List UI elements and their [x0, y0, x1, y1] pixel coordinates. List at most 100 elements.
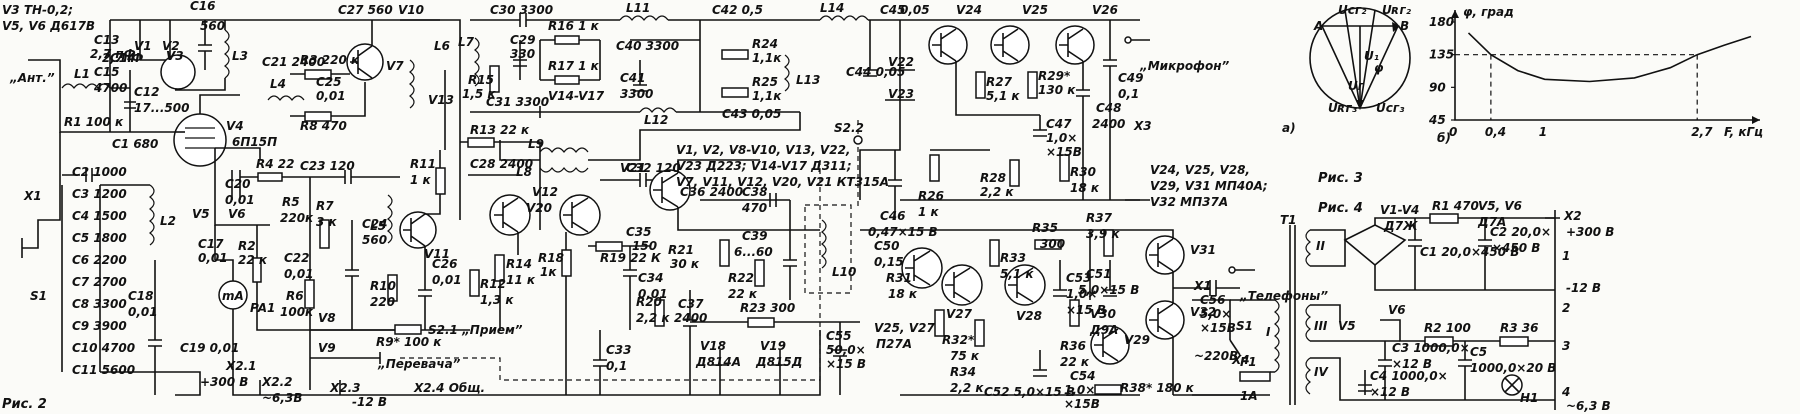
chart-y-arrow [1451, 10, 1459, 18]
fig2-label-v19t: Д815Д [755, 355, 802, 369]
fig2-label-c9: С9 3900 [72, 319, 127, 333]
fig2-label-r38: R38* 180 к [1120, 381, 1195, 395]
fig2-label-c28: С28 2400 [470, 157, 533, 171]
fig2-label-c31: С31 3300 [486, 95, 549, 109]
fig2-label-c7: С7 2700 [72, 275, 127, 289]
fig2-label-r26v: 1 к [918, 205, 940, 219]
fig2-label-r12v: 1,3 к [480, 293, 514, 307]
fig4-label-s1: S1 [1236, 319, 1253, 333]
chart-y-tick-label: 180 [1429, 15, 1454, 29]
fig4-label-p300: +300 В [1566, 225, 1614, 239]
fig2-label-r3: R3 220 к [300, 53, 360, 67]
fig4-label-c5v: 1000,0×20 В [1470, 361, 1556, 375]
fig2-label-types3: V7, V11, V12, V20, V21 КТ315А [676, 175, 889, 189]
fig2-label-c47v2: ×15В [1046, 145, 1082, 159]
fig2-label-c26: С26 [432, 257, 458, 271]
fig2-label-c32: С32 120 [626, 161, 681, 175]
fig2-label-r23: R23 300 [740, 301, 795, 315]
fig2-label-r24v: 1,1к [752, 51, 782, 65]
fig2-label-c12: С12 [134, 85, 160, 99]
fig2-label-c29v: 330 [510, 47, 535, 61]
fig2-label-r31v: 18 к [888, 287, 918, 301]
fig2-label-v31: V31 [1190, 243, 1216, 257]
fig4-label-r3: R3 36 [1500, 321, 1538, 335]
fig2-label-c30: С30 3300 [490, 3, 553, 17]
chart-series-curve [1467, 32, 1752, 83]
fig2-label-r6v: 100к [280, 305, 314, 319]
chart-x-arrow [1752, 116, 1760, 124]
fig2-label-s21: S2.1 „Прием” [428, 323, 523, 337]
fig2-label-r27: R27 [986, 75, 1013, 89]
fig2-label-s1: S1 [30, 289, 47, 303]
fig2-label-c50: С50 [874, 239, 900, 253]
fig2-label-l11: L11 [626, 1, 650, 15]
fig2-label-types2: V23 Д223; V14-V17 Д311; [676, 159, 852, 173]
chart-axes [1451, 10, 1760, 124]
fig2-label-v3: V3 [166, 49, 184, 63]
fig2-label-c2: С2 1000 [72, 165, 127, 179]
fig2-label-c0_05: 0,05 [900, 3, 930, 17]
fig2-label-c56: С56 [1200, 293, 1226, 307]
fig2-label-r35: R35 [1032, 221, 1058, 235]
fig4-label-p4: 4 [1561, 385, 1570, 399]
fig2-label-c34v: 0,01 [638, 287, 668, 301]
fig2-label-c19: С19 0,01 [180, 341, 239, 355]
fig2-label-c36: С36 2400 [680, 185, 743, 199]
fig2-label-c3: С3 1200 [72, 187, 127, 201]
fig2-label-r34: R34 [950, 365, 976, 379]
chart-y-axis-label: φ, град [1463, 5, 1514, 19]
fig2-wiring [21, 13, 1255, 396]
fig2-label-c10: С10 4700 [72, 341, 135, 355]
fig2-label-c51v: 5,0×15 В [1078, 283, 1139, 297]
fig2-label-c26v: 0,01 [432, 273, 462, 287]
fig2-label-c56v: 5,0× [1200, 307, 1231, 321]
fig2-label-v9: V9 [318, 341, 336, 355]
fig4-label-c2v: ×450 В [1492, 241, 1540, 255]
fig4-label-f1: F1 [1240, 355, 1257, 369]
fig4-label-p1: 1 [1562, 249, 1570, 263]
fig2-label-types4: V24, V25, V28, [1150, 163, 1250, 177]
fig2-label-c13v: 2,7 пФ [90, 47, 136, 61]
fig2-label-c17v: 0,01 [198, 251, 228, 265]
fig2-label-r7v: 3 к [316, 215, 338, 229]
fig4-label-t1: T1 [1280, 213, 1297, 227]
fig2-label-v2527: V25, V27 [874, 321, 935, 335]
fig2-label-r14v: 11 к [506, 273, 536, 287]
fig2-label-c39: С39 [742, 229, 768, 243]
fig2-label-l10: L10 [832, 265, 856, 279]
fig2-label-c48: С48 [1096, 101, 1122, 115]
fig2-label-l2: L2 [160, 214, 176, 228]
fig2-label-x24: X2.4 Общ. [413, 381, 485, 395]
fig2-label-v18: V18 [700, 339, 726, 353]
fig2-label-c18v: 0,01 [128, 305, 158, 319]
fig4-caption: Рис. 4 [1318, 201, 1363, 216]
fig3-label-a: A [1313, 19, 1323, 33]
fig2-label-c47v: 1,0× [1046, 131, 1077, 145]
fig2-caption: Рис. 2 [2, 397, 47, 412]
fig2-label-c33v: 0,1 [606, 359, 627, 373]
fig2-label-perevacha: „Перевача” [377, 357, 461, 371]
fig4-label-v6: V6 [1388, 303, 1406, 317]
chart-y-tick-label: 45 [1428, 113, 1446, 127]
fig2-label-c4: С4 1500 [72, 209, 127, 223]
fig2-label-v19: V19 [760, 339, 786, 353]
fig2-label-c54v: 1,0× [1064, 383, 1095, 397]
fig2-label-m63: ~6,3В [262, 391, 302, 405]
fig2-label-x21: X2.1 [225, 359, 257, 373]
fig2-label-v5: V5 [192, 207, 210, 221]
fig2-label-v6: V6 [228, 207, 246, 221]
fig4-label-c4: С4 1000,0× [1370, 369, 1448, 383]
fig4-label-r1: R1 470 [1432, 199, 1479, 213]
fig4-label-w2: II [1316, 239, 1325, 253]
fig2-label-c22v: 0,01 [284, 267, 314, 281]
fig2-label-v28: V28 [1016, 309, 1042, 323]
fig2-label-r17: R17 1 к [548, 59, 600, 73]
fig4-label-c4v: ×12 В [1370, 385, 1410, 399]
fig2-label-c51: С51 [1086, 267, 1112, 281]
fig2-label-s22: S2.2 [834, 121, 864, 135]
fig4-label-w1: I [1266, 325, 1271, 339]
fig2-label-r20: R20 [636, 295, 662, 309]
